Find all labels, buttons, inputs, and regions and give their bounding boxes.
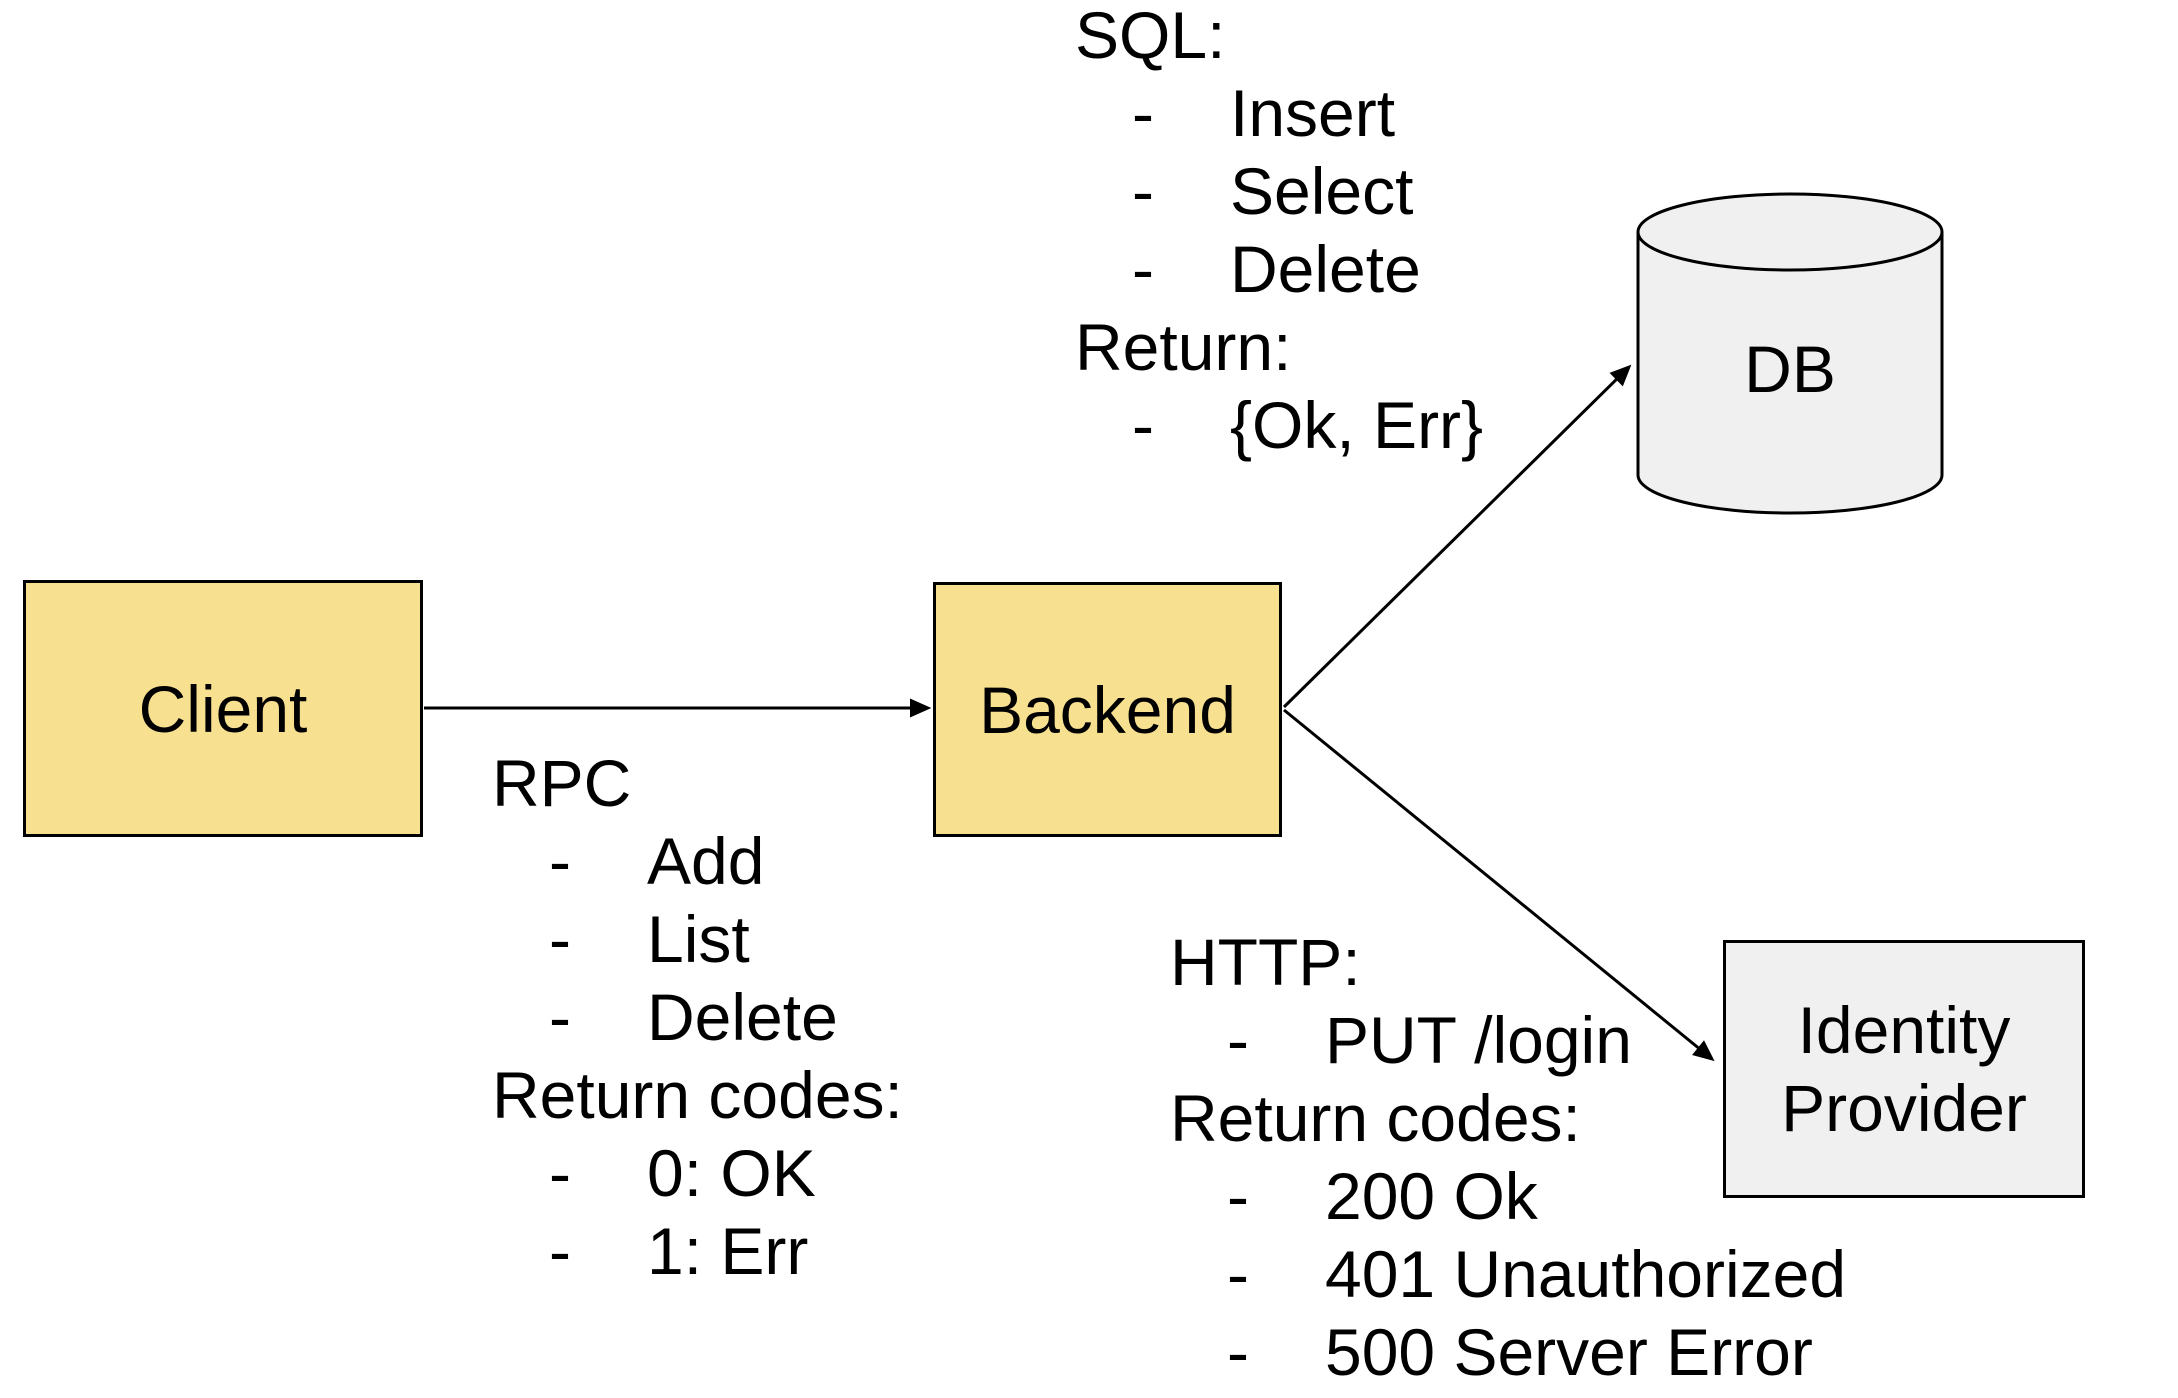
identity-provider-node: Identity Provider — [1723, 940, 2085, 1198]
bullet-dash: - — [1132, 76, 1154, 150]
annotation-header: RPC — [492, 746, 632, 820]
annotation-bullet: -Add — [549, 824, 765, 898]
bullet-dash: - — [549, 902, 571, 976]
annotation-bullet: -401 Unauthorized — [1227, 1237, 1847, 1311]
annotation-header: SQL: — [1075, 0, 1226, 72]
annotation-header: HTTP: — [1170, 925, 1361, 999]
annotation-bullet: -Insert — [1132, 76, 1396, 150]
annotation-bullet: -Delete — [549, 980, 838, 1054]
arrow-backend-to-identity-provider — [1283, 708, 1715, 1062]
db-cylinder-top — [1636, 192, 1944, 272]
identity-provider-node-label: Identity Provider — [1781, 993, 2027, 1145]
arrow-backend-to-db — [1282, 364, 1632, 709]
bullet-dash: - — [1132, 232, 1154, 306]
bullet-dash: - — [1227, 1003, 1249, 1077]
bullet-dash: - — [1227, 1237, 1249, 1311]
http-annotation: HTTP: -PUT /login Return codes: -200 Ok … — [1170, 923, 1846, 1391]
bullet-dash: - — [1132, 154, 1154, 228]
annotation-header: Return codes: — [1170, 1081, 1581, 1155]
annotation-bullet: -List — [549, 902, 750, 976]
bullet-dash: - — [549, 824, 571, 898]
annotation-bullet: -{Ok, Err} — [1132, 388, 1484, 462]
db-cylinder — [1636, 192, 1944, 515]
annotation-bullet: -0: OK — [549, 1136, 816, 1210]
bullet-dash: - — [549, 1136, 571, 1210]
annotation-bullet: -1: Err — [549, 1214, 809, 1288]
bullet-dash: - — [1227, 1315, 1249, 1389]
bullet-dash: - — [1227, 1159, 1249, 1233]
annotation-bullet: -Select — [1132, 154, 1414, 228]
annotation-header: Return codes: — [492, 1058, 903, 1132]
annotation-bullet: -200 Ok — [1227, 1159, 1538, 1233]
bullet-dash: - — [1132, 388, 1154, 462]
annotation-bullet: -500 Server Error — [1227, 1315, 1813, 1389]
annotation-bullet: -PUT /login — [1227, 1003, 1632, 1077]
db-node-label: DB — [1744, 332, 1836, 406]
backend-node: Backend — [933, 582, 1282, 837]
annotation-header: Return: — [1075, 310, 1292, 384]
rpc-annotation: RPC -Add -List -Delete Return codes: -0:… — [492, 744, 903, 1290]
client-node-label: Client — [138, 671, 308, 746]
db-cylinder-body — [1636, 232, 1944, 515]
bullet-dash: - — [549, 1214, 571, 1288]
client-node: Client — [23, 580, 423, 837]
bullet-dash: - — [549, 980, 571, 1054]
annotation-bullet: -Delete — [1132, 232, 1421, 306]
sql-annotation: SQL: -Insert -Select -Delete Return: -{O… — [1075, 0, 1483, 464]
backend-node-label: Backend — [979, 672, 1236, 747]
